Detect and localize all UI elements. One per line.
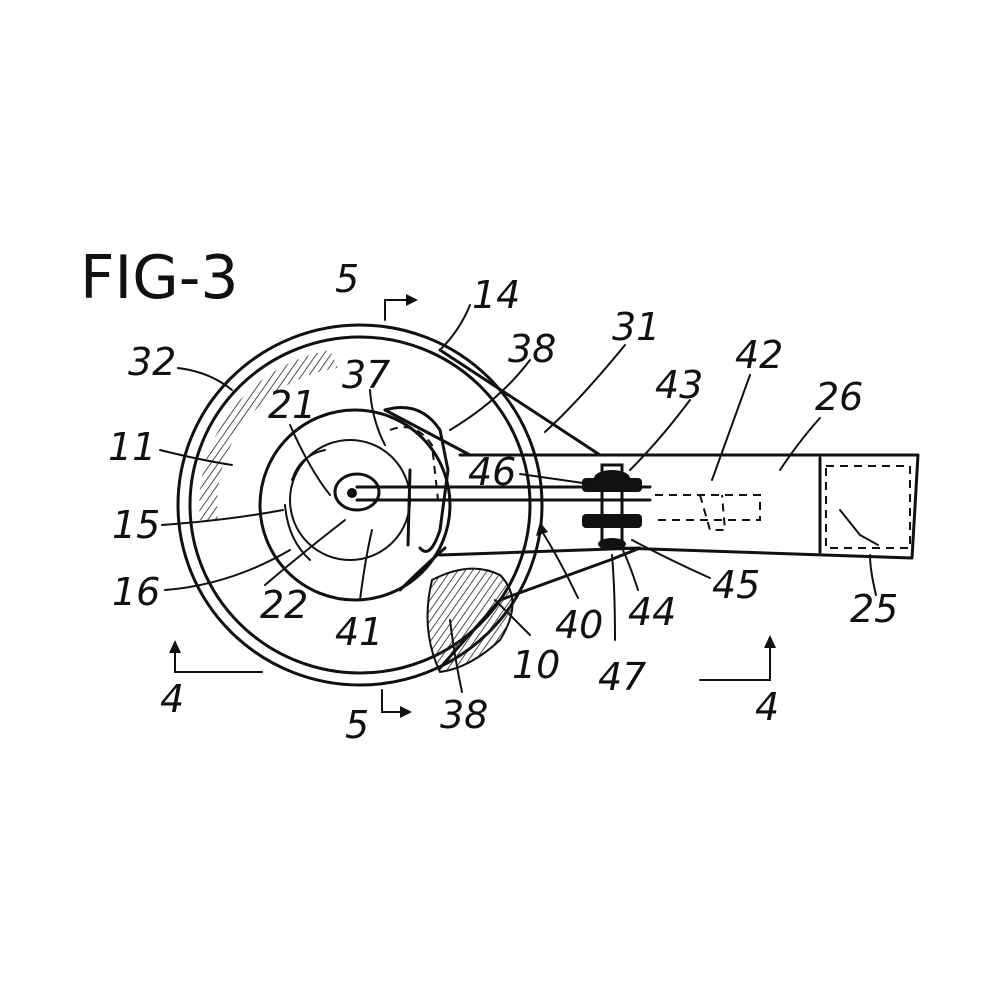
label-45: 45	[712, 563, 760, 607]
label-32: 32	[128, 340, 176, 384]
spring-arm	[383, 406, 450, 553]
label-4-right: 4	[755, 685, 779, 729]
hub-disc	[258, 408, 452, 602]
label-11: 11	[108, 425, 156, 469]
label-15: 15	[112, 503, 160, 547]
main-body	[458, 453, 920, 560]
label-38-bottom: 38	[440, 693, 488, 737]
label-37: 37	[342, 353, 390, 397]
lower-arm	[398, 546, 642, 670]
label-44: 44	[628, 590, 676, 634]
label-21: 21	[268, 383, 316, 427]
label-22: 22	[260, 583, 308, 627]
label-26: 26	[815, 375, 863, 419]
label-47: 47	[598, 655, 646, 699]
wheel-housing	[176, 323, 544, 687]
label-25: 25	[850, 587, 898, 631]
label-43: 43	[655, 363, 703, 407]
bolt-assembly	[582, 463, 642, 550]
label-31: 31	[612, 305, 660, 349]
label-10: 10	[512, 643, 560, 687]
label-38-top: 38	[508, 327, 556, 371]
label-14: 14	[472, 273, 520, 317]
label-42: 42	[735, 333, 783, 377]
label-40: 40	[555, 603, 603, 647]
label-5-top: 5	[335, 257, 359, 301]
label-41: 41	[335, 610, 383, 654]
label-5-bottom: 5	[345, 703, 369, 747]
label-46: 46	[468, 450, 516, 494]
label-4-left: 4	[160, 677, 184, 721]
lever	[383, 348, 602, 457]
label-16: 16	[112, 570, 160, 614]
leader-lines	[159, 294, 877, 718]
figure-title: FIG-3	[80, 243, 239, 313]
